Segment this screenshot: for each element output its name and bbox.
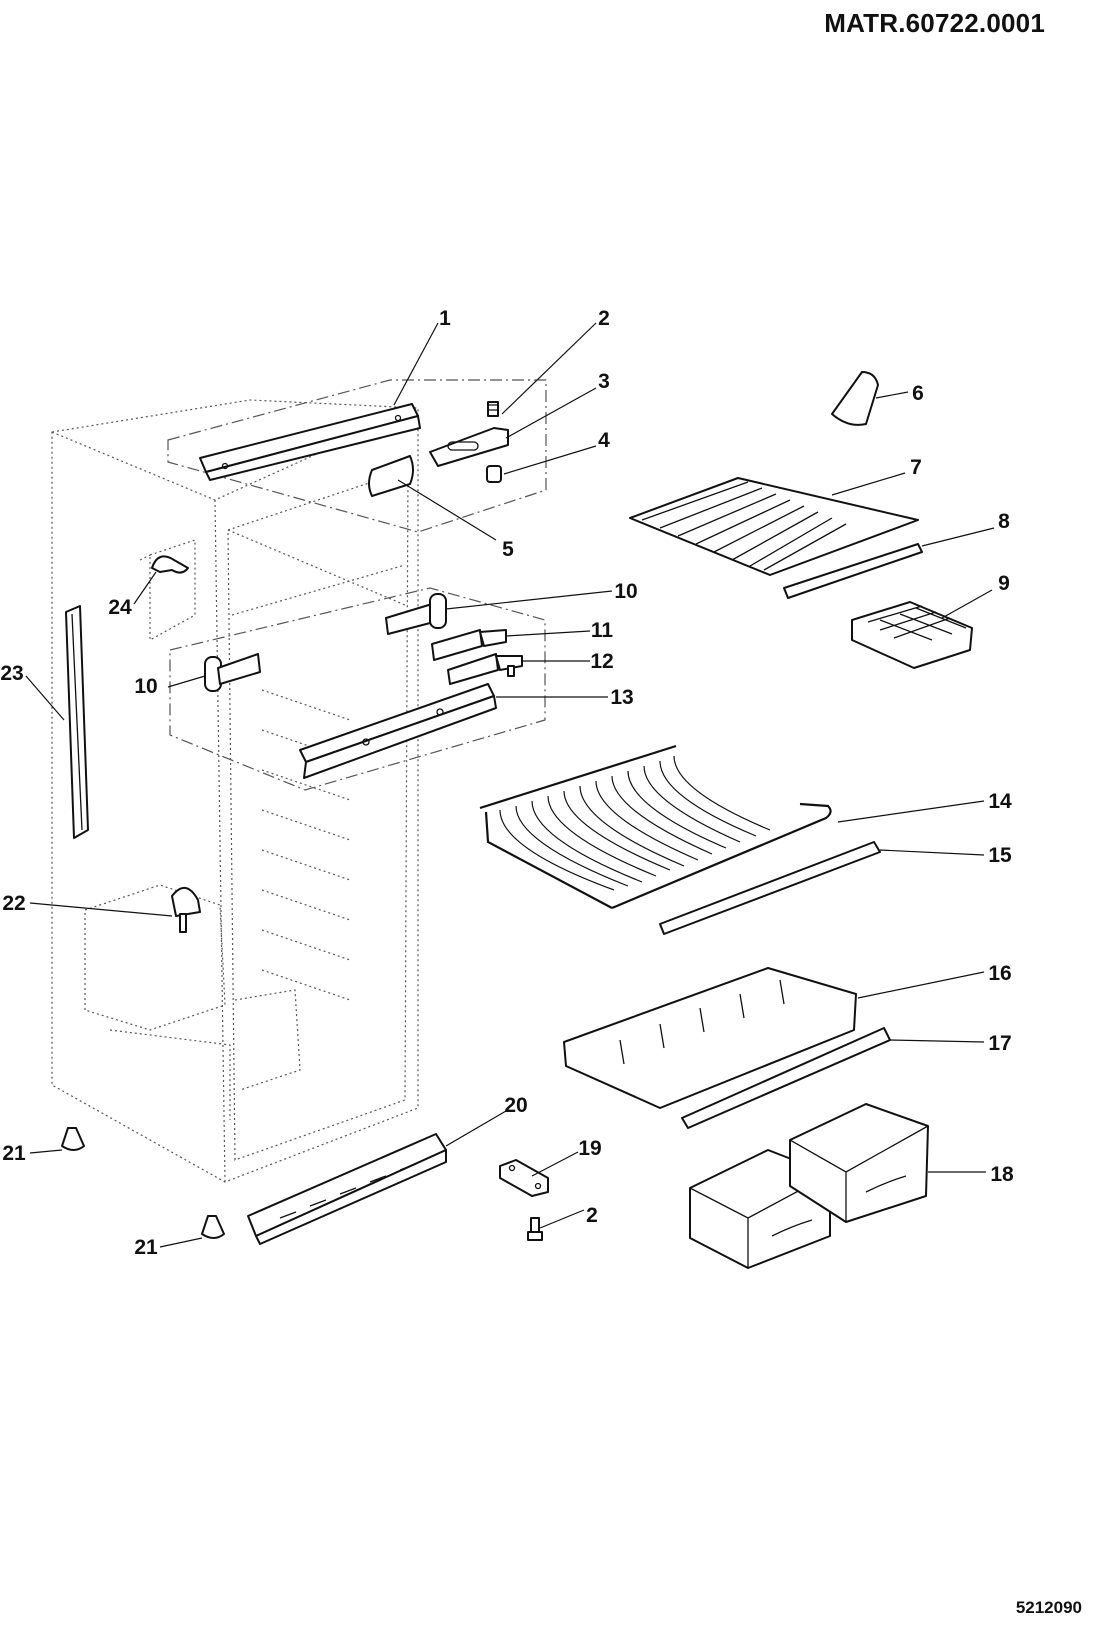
hinge-bracket-pin xyxy=(447,653,523,685)
upper-hinge xyxy=(429,427,509,467)
bushing xyxy=(486,465,502,483)
callout-20: 20 xyxy=(504,1094,527,1117)
callout-2: 2 xyxy=(598,307,610,330)
adjustable-foot-rear xyxy=(61,1127,85,1151)
glass-shelf xyxy=(563,967,857,1109)
callout-16: 16 xyxy=(988,962,1011,985)
callout-22: 22 xyxy=(2,892,25,915)
hinge-bracket xyxy=(431,629,507,661)
document-code: MATR.60722.0001 xyxy=(824,8,1045,38)
refrigerator-wire-shelf xyxy=(479,744,832,910)
callout-24: 24 xyxy=(108,596,132,619)
top-assembly-outline xyxy=(167,379,547,533)
top-rail xyxy=(199,403,421,481)
callout-7: 7 xyxy=(910,456,922,479)
callout-9: 9 xyxy=(998,572,1010,595)
screw xyxy=(487,401,499,417)
callout-5: 5 xyxy=(502,538,514,561)
callout-10-left: 10 xyxy=(134,675,157,698)
bottom-hinge xyxy=(499,1159,549,1197)
callout-3: 3 xyxy=(598,370,610,393)
door-gasket-strip xyxy=(65,605,89,839)
freezer-shelf-trim xyxy=(783,543,923,599)
callout-19: 19 xyxy=(578,1137,601,1160)
drawing-number: 5212090 xyxy=(1015,1598,1082,1617)
callout-2-bottom: 2 xyxy=(586,1204,598,1227)
callout-17: 17 xyxy=(988,1032,1011,1055)
callout-21-rear: 21 xyxy=(2,1142,26,1165)
freezer-wire-shelf xyxy=(629,477,919,576)
callout-21-front: 21 xyxy=(134,1236,158,1259)
callout-1: 1 xyxy=(439,307,451,330)
door-stop-block xyxy=(368,455,414,497)
middle-hinge-plate xyxy=(385,593,447,635)
adjustable-foot-front xyxy=(201,1215,225,1239)
wire-shelf-trim xyxy=(659,841,881,935)
callout-12: 12 xyxy=(590,650,613,673)
crisper-drawer-right xyxy=(789,1103,929,1223)
callout-15: 15 xyxy=(988,844,1012,867)
leader-lines xyxy=(25,322,995,1248)
callout-23: 23 xyxy=(0,662,23,685)
callout-18: 18 xyxy=(990,1163,1014,1186)
ice-cube-tray xyxy=(851,601,973,669)
base-rail xyxy=(247,1133,447,1245)
bottom-screw xyxy=(527,1217,543,1241)
middle-rail xyxy=(299,683,497,779)
ice-scoop xyxy=(831,371,879,426)
bottle-clip xyxy=(151,555,189,574)
callout-6: 6 xyxy=(912,382,924,405)
callout-8: 8 xyxy=(998,510,1010,533)
callout-14: 14 xyxy=(988,790,1012,813)
callout-10: 10 xyxy=(614,580,637,603)
callout-labels: 1 2 3 4 5 6 7 8 9 10 10 11 12 13 14 15 1… xyxy=(0,307,1014,1259)
callout-13: 13 xyxy=(610,686,633,709)
refrigerator-cabinet xyxy=(51,399,419,1183)
callout-11: 11 xyxy=(591,619,614,642)
callout-4: 4 xyxy=(598,429,610,452)
middle-hinge-plate-left xyxy=(204,653,261,692)
middle-assembly-outline xyxy=(169,587,546,791)
door-bar-holder xyxy=(171,887,201,933)
